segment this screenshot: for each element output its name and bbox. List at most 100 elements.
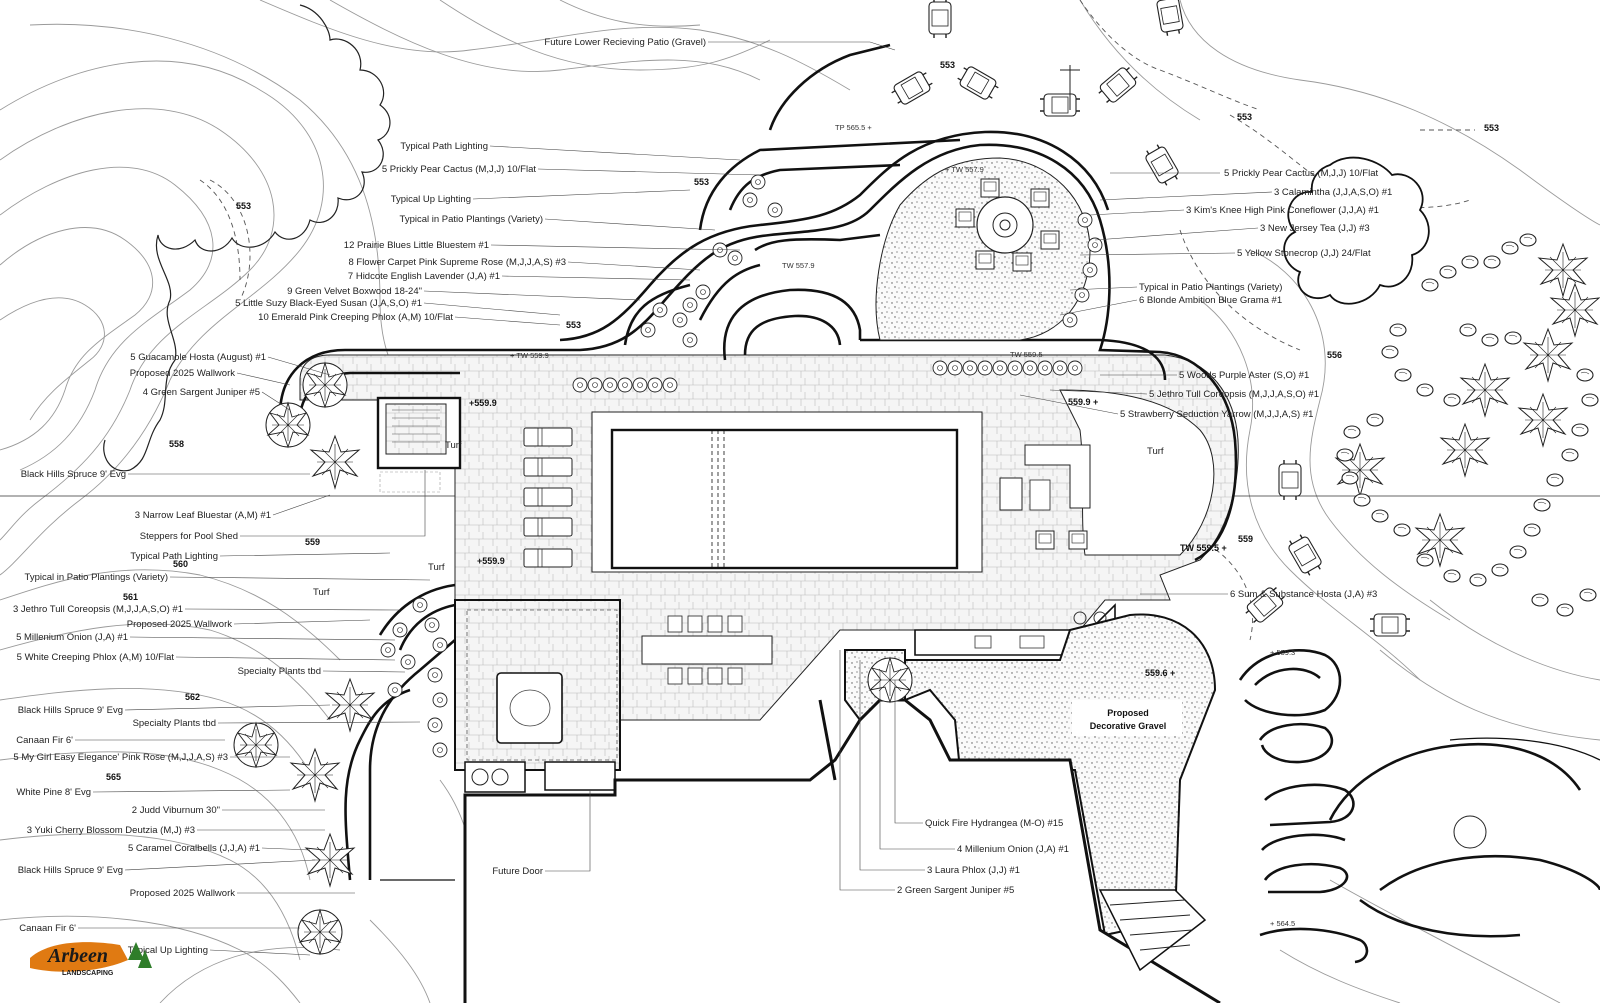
svg-text:559.6 +: 559.6 + xyxy=(1145,668,1175,678)
elevation-558: 558 xyxy=(169,439,184,449)
callout-label: 3 Calamintha (J,J,A,S,O) #1 xyxy=(1274,187,1392,198)
callout-label: Steppers for Pool Shed xyxy=(140,531,238,542)
callout-label: Canaan Fir 6' xyxy=(16,735,73,746)
fire-pit-patio xyxy=(875,157,1091,341)
callout-label: 3 Narrow Leaf Bluestar (A,M) #1 xyxy=(135,510,271,521)
callout-label: 7 Hidcote English Lavender (J,A) #1 xyxy=(348,271,500,282)
callout-label: Typical in Patio Plantings (Variety) xyxy=(400,214,543,225)
leader-lines xyxy=(75,41,1273,956)
callout-label: 4 Millenium Onion (J,A) #1 xyxy=(957,844,1069,855)
zone-labels: Turf Turf Turf Turf Proposed Decorative … xyxy=(313,440,1166,731)
north-marker xyxy=(1060,65,1080,110)
callout-label: 5 White Creeping Phlox (A,M) 10/Flat xyxy=(17,652,175,663)
callout-label: 5 Strawberry Seduction Yarrow (M,J,J,A,S… xyxy=(1120,409,1313,420)
callout-label: 5 Millenium Onion (J,A) #1 xyxy=(16,632,128,643)
spot-elevations: 559.9 + +559.9 +559.9 TW 559.5 + 559.6 +… xyxy=(469,123,1295,928)
callout-label: Black Hills Spruce 9' Evg xyxy=(21,469,126,480)
callout-label: White Pine 8' Evg xyxy=(16,787,91,798)
callout-label: Specialty Plants tbd xyxy=(238,666,321,677)
plant-callouts-left: Future Lower Recieving Patio (Gravel) Ty… xyxy=(13,37,706,956)
callout-label: 6 Sum & Substance Hosta (J,A) #3 xyxy=(1230,589,1377,600)
callout-label: Specialty Plants tbd xyxy=(133,718,216,729)
callout-label: 5 My Girl Easy Elegance' Pink Rose (M,J,… xyxy=(13,752,228,763)
callout-label: 3 New Jersey Tea (J,J) #3 xyxy=(1260,223,1370,234)
callout-label: 5 Jethro Tull Coreopsis (M,J,J,A,S,O) #1 xyxy=(1149,389,1319,400)
callout-label: 2 Judd Viburnum 30" xyxy=(132,805,220,816)
pool-shed xyxy=(376,396,462,493)
elevation-560: 560 xyxy=(173,559,188,569)
existing-tree-canopy xyxy=(103,4,391,472)
callout-label: 5 Prickly Pear Cactus (M,J,J) 10/Flat xyxy=(382,164,537,175)
lounge-chair-icon xyxy=(523,548,573,568)
callout-label: Future Lower Recieving Patio (Gravel) xyxy=(544,37,706,48)
svg-text:TW 559.5 +: TW 559.5 + xyxy=(1180,543,1227,553)
lower-retaining-walls xyxy=(1238,649,1600,964)
elevation-553: 553 xyxy=(1237,112,1252,122)
pool xyxy=(591,411,983,573)
plant-callouts-right: 5 Prickly Pear Cactus (M,J,J) 10/Flat 3 … xyxy=(897,168,1392,896)
fire-pit-icon xyxy=(976,196,1034,254)
callout-label: 8 Flower Carpet Pink Supreme Rose (M,J,J… xyxy=(348,257,566,268)
logo-sub: LANDSCAPING xyxy=(62,970,114,977)
spa-icon xyxy=(496,672,563,744)
elevation-559: 559 xyxy=(1238,534,1253,544)
house-footprint xyxy=(463,698,1221,1003)
svg-text:559.9 +: 559.9 + xyxy=(1068,397,1098,407)
callout-label: 3 Jethro Tull Coreopsis (M,J,J,A,S,O) #1 xyxy=(13,604,183,615)
dashed-line xyxy=(209,179,251,301)
callout-label: 5 Woods Purple Aster (S,O) #1 xyxy=(1179,370,1309,381)
callout-label: 6 Blonde Ambition Blue Grama #1 xyxy=(1139,295,1282,306)
svg-text:Proposed: Proposed xyxy=(1107,708,1149,718)
callout-label: Proposed 2025 Wallwork xyxy=(130,888,236,899)
svg-text:TW 557.9: TW 557.9 xyxy=(782,261,815,270)
callout-label: 5 Prickly Pear Cactus (M,J,J) 10/Flat xyxy=(1224,168,1379,179)
elevation-553: 553 xyxy=(236,201,251,211)
callout-label: 3 Laura Phlox (J,J) #1 xyxy=(927,865,1020,876)
elevation-labels: 553 553 553 553 553 556 558 559 559 560 … xyxy=(106,60,1499,782)
elevation-562: 562 xyxy=(185,692,200,702)
dining-pavilion xyxy=(454,599,773,793)
callout-label: 5 Little Suzy Black-Eyed Susan (J,A,S,O)… xyxy=(235,298,422,309)
callout-label: 2 Green Sargent Juniper #5 xyxy=(897,885,1014,896)
callout-label: 4 Green Sargent Juniper #5 xyxy=(143,387,260,398)
callout-label: Typical in Patio Plantings (Variety) xyxy=(25,572,168,583)
callout-label: 5 Guacamole Hosta (August) #1 xyxy=(130,352,266,363)
elevation-553: 553 xyxy=(566,320,581,330)
svg-text:+ TW 557.9: + TW 557.9 xyxy=(945,165,984,174)
svg-text:Decorative Gravel: Decorative Gravel xyxy=(1090,721,1167,731)
svg-text:Turf: Turf xyxy=(428,562,445,573)
svg-text:TP 565.5 +: TP 565.5 + xyxy=(835,123,872,132)
callout-label: Typical Path Lighting xyxy=(400,141,488,152)
svg-text:Turf: Turf xyxy=(1147,446,1164,457)
callout-label: 3 Kim's Knee High Pink Coneflower (J,J,A… xyxy=(1186,205,1379,216)
lounge-chair-icon xyxy=(523,457,573,477)
dining-table-icon xyxy=(641,635,773,665)
company-logo: Arbeen LANDSCAPING xyxy=(30,942,152,977)
callout-label: 9 Green Velvet Boxwood 18-24" xyxy=(287,286,422,297)
callout-label: 3 Yuki Cherry Blossom Deutzia (M,J) #3 xyxy=(27,825,195,836)
callout-label: Typical Path Lighting xyxy=(130,551,218,562)
elevation-565: 565 xyxy=(106,772,121,782)
callout-label: 10 Emerald Pink Creeping Phlox (A,M) 10/… xyxy=(258,312,453,323)
tree-symbol-icon xyxy=(310,435,360,489)
lounge-chair-icon xyxy=(523,517,573,537)
elevation-561: 561 xyxy=(123,592,138,602)
callout-label: Black Hills Spruce 9' Evg xyxy=(18,865,123,876)
callout-label: Proposed 2025 Wallwork xyxy=(127,619,233,630)
vehicle-icon xyxy=(928,0,952,39)
existing-tree-canopy-right xyxy=(1283,156,1430,305)
callout-label: Black Hills Spruce 9' Evg xyxy=(18,705,123,716)
callout-label: Future Door xyxy=(492,866,543,877)
svg-text:Turf: Turf xyxy=(313,587,330,598)
elevation-553: 553 xyxy=(694,177,709,187)
callout-label: Canaan Fir 6' xyxy=(19,923,76,934)
elevation-556: 556 xyxy=(1327,350,1342,360)
seating-group xyxy=(999,444,1091,550)
elevation-553: 553 xyxy=(1484,123,1499,133)
callout-label: Typical in Patio Plantings (Variety) xyxy=(1139,282,1282,293)
callout-label: Typical Up Lighting xyxy=(128,945,208,956)
elevation-553: 553 xyxy=(940,60,955,70)
callout-label: Typical Up Lighting xyxy=(391,194,471,205)
